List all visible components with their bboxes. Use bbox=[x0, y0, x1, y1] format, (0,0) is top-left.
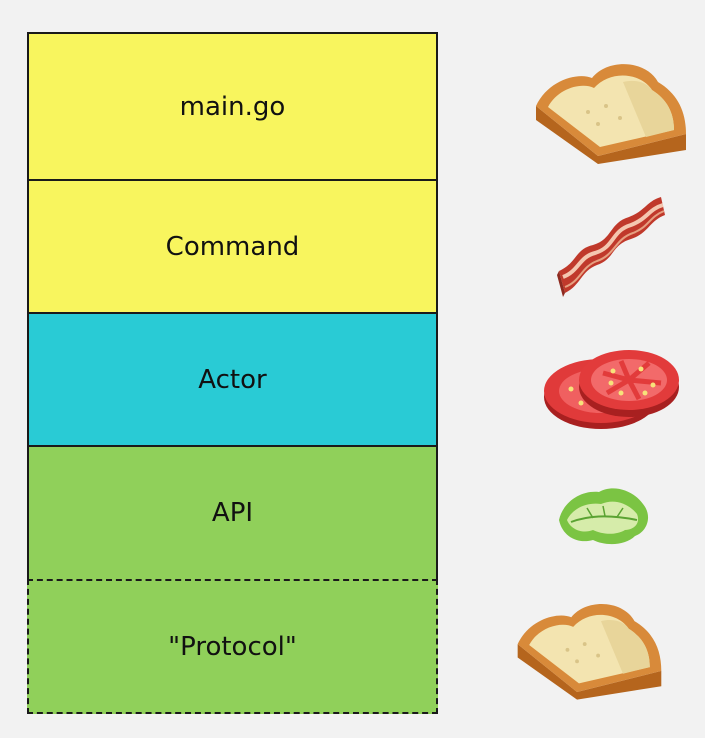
bread-slice-icon bbox=[528, 52, 693, 164]
layer-label-protocol: "Protocol" bbox=[168, 631, 297, 662]
layer-actor: Actor bbox=[27, 312, 438, 447]
layer-command: Command bbox=[27, 179, 438, 314]
bacon-icon bbox=[553, 193, 668, 303]
layer-label-command: Command bbox=[165, 231, 300, 262]
layer-label-api: API bbox=[211, 498, 254, 528]
lettuce-icon bbox=[553, 480, 653, 550]
layer-label-main-go: main.go bbox=[179, 91, 286, 122]
tomato-slices-icon bbox=[541, 333, 681, 433]
layer-main-go: main.go bbox=[27, 32, 438, 181]
bread-slice-icon bbox=[510, 592, 668, 700]
layer-api: API bbox=[27, 445, 438, 581]
layer-label-actor: Actor bbox=[198, 364, 267, 395]
layer-protocol: "Protocol" bbox=[27, 579, 438, 714]
